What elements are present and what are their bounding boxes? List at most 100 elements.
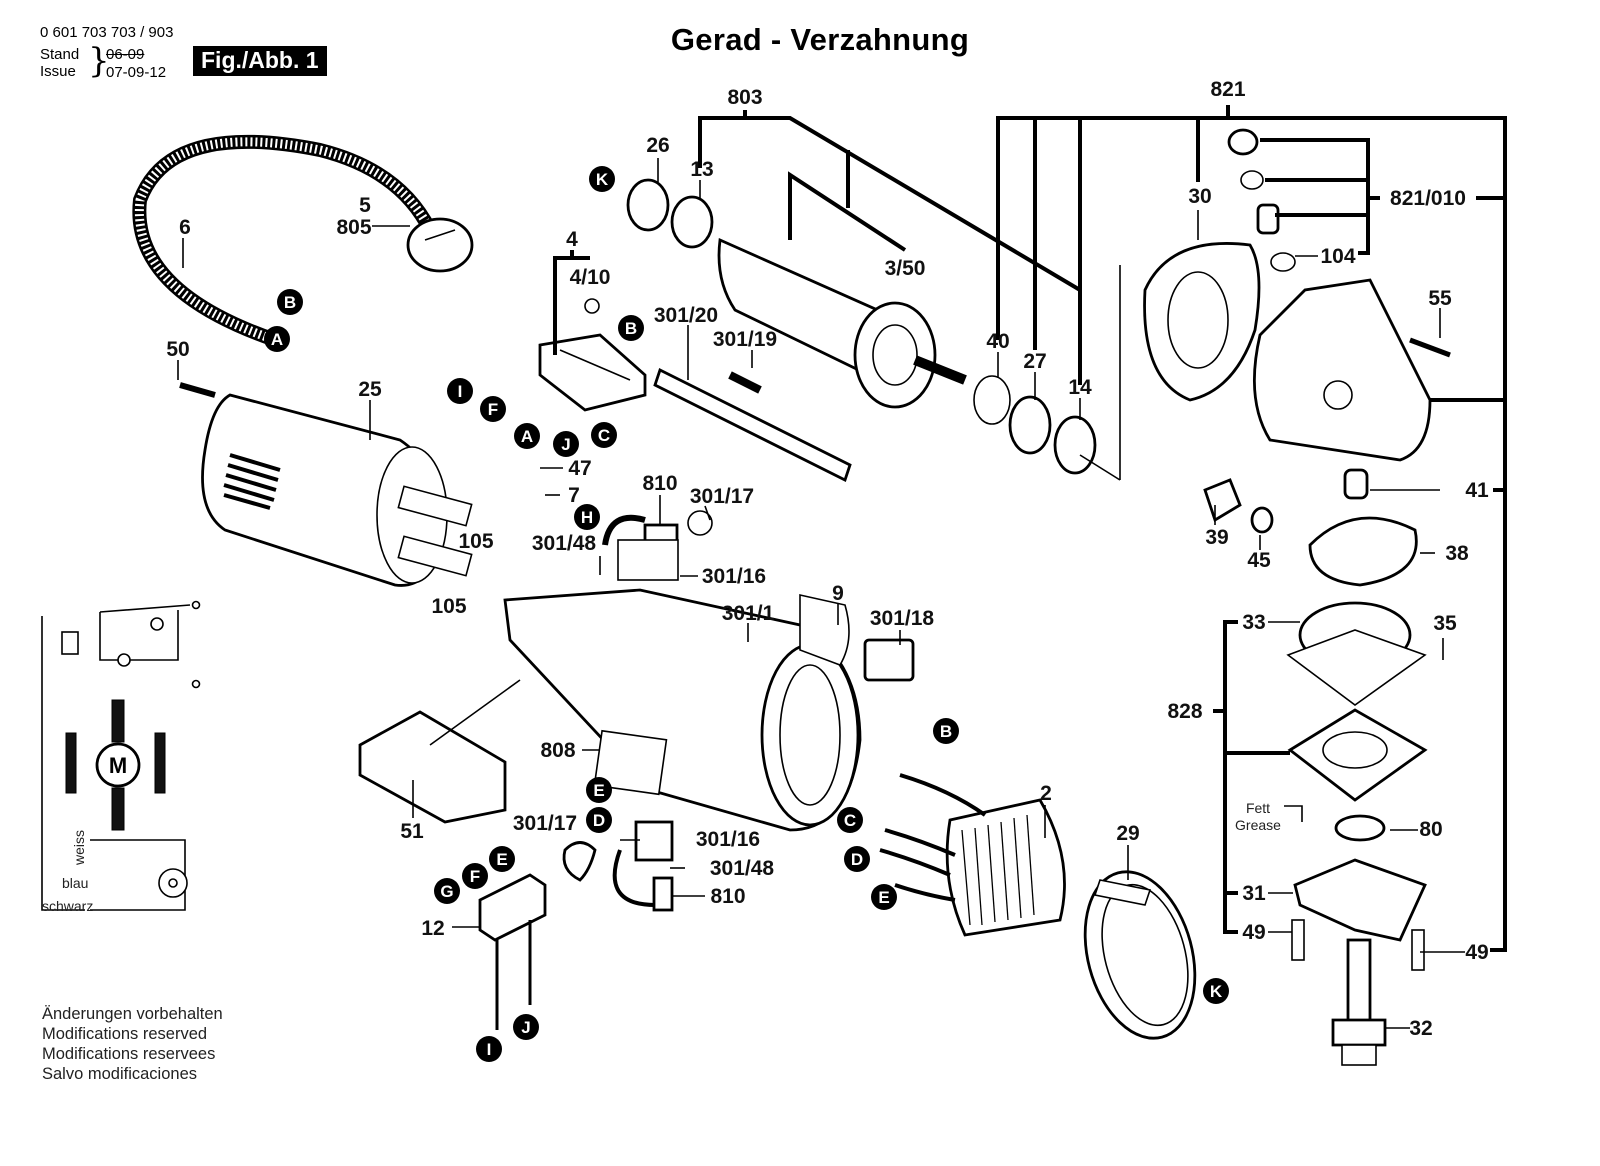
label-105-upper[interactable]: 105 xyxy=(458,530,493,553)
callout-f-cover[interactable]: F xyxy=(462,863,488,889)
label-13[interactable]: 13 xyxy=(690,158,713,181)
callout-i-brush[interactable]: I xyxy=(447,378,473,404)
motor-housing[interactable] xyxy=(179,382,473,587)
field-coil[interactable] xyxy=(879,773,1066,937)
label-301-19[interactable]: 301/19 xyxy=(713,328,777,351)
label-40[interactable]: 40 xyxy=(986,330,1009,353)
label-810-top[interactable]: 810 xyxy=(642,472,677,495)
callout-a-brush[interactable]: A xyxy=(514,423,540,449)
callout-h[interactable]: H xyxy=(574,504,600,530)
label-5[interactable]: 5 xyxy=(359,194,371,217)
motor-housing-301-1[interactable] xyxy=(503,588,915,832)
callout-e-switch[interactable]: E xyxy=(586,777,612,803)
callout-g-cover[interactable]: G xyxy=(434,878,460,904)
svg-text:B: B xyxy=(940,722,952,741)
label-301-18[interactable]: 301/18 xyxy=(870,607,935,630)
callout-b-cord[interactable]: B xyxy=(277,289,303,315)
callout-e-cover[interactable]: E xyxy=(489,846,515,872)
label-26[interactable]: 26 xyxy=(646,134,669,157)
label-50[interactable]: 50 xyxy=(166,338,189,361)
issue-date: 07-09-12 xyxy=(106,64,167,81)
callout-j-brush[interactable]: J xyxy=(553,431,579,457)
callout-j-capacitor[interactable]: J xyxy=(513,1014,539,1040)
label-39[interactable]: 39 xyxy=(1205,526,1228,549)
label-32[interactable]: 32 xyxy=(1409,1017,1432,1040)
cover-51[interactable] xyxy=(358,710,507,824)
label-808[interactable]: 808 xyxy=(540,739,575,762)
label-9[interactable]: 9 xyxy=(832,582,844,605)
label-301-17-bottom[interactable]: 301/17 xyxy=(513,812,577,835)
wire-label-black: schwarz xyxy=(42,898,93,914)
power-cord[interactable] xyxy=(132,134,474,347)
callout-a-cord[interactable]: A xyxy=(264,326,290,352)
label-31[interactable]: 31 xyxy=(1242,882,1266,905)
label-105-lower[interactable]: 105 xyxy=(431,595,466,618)
armature-assembly[interactable] xyxy=(626,178,1097,475)
label-14[interactable]: 14 xyxy=(1068,376,1092,399)
callout-c-coil[interactable]: C xyxy=(837,807,863,833)
label-828[interactable]: 828 xyxy=(1167,700,1202,723)
label-301-48-top[interactable]: 301/48 xyxy=(532,532,597,555)
svg-text:C: C xyxy=(598,426,610,445)
capacitor-12[interactable] xyxy=(478,873,547,1030)
label-301-17-top[interactable]: 301/17 xyxy=(690,485,754,508)
connector-callouts: K B A B I F A J C H E D E F G I J B C D … xyxy=(264,166,1229,1062)
stand-issue-labels: Stand Issue xyxy=(40,46,79,80)
label-35[interactable]: 35 xyxy=(1433,612,1457,635)
label-55[interactable]: 55 xyxy=(1428,287,1452,310)
brush-holder[interactable] xyxy=(538,298,647,412)
switch-assembly-lower[interactable] xyxy=(562,729,674,912)
label-301-1[interactable]: 301/1 xyxy=(722,602,775,625)
label-6[interactable]: 6 xyxy=(179,216,191,239)
label-821[interactable]: 821 xyxy=(1210,78,1245,101)
label-301-16-bottom[interactable]: 301/16 xyxy=(696,828,760,851)
label-49-right[interactable]: 49 xyxy=(1465,941,1488,964)
label-25[interactable]: 25 xyxy=(358,378,382,401)
label-104[interactable]: 104 xyxy=(1320,245,1355,268)
callout-i-capacitor[interactable]: I xyxy=(476,1036,502,1062)
label-80[interactable]: 80 xyxy=(1419,818,1442,841)
callout-b-brush[interactable]: B xyxy=(618,315,644,341)
bearing-flange[interactable] xyxy=(1286,601,1428,1066)
svg-text:J: J xyxy=(521,1018,530,1037)
callout-c-brush[interactable]: C xyxy=(591,422,617,448)
svg-text:D: D xyxy=(593,811,605,830)
label-2[interactable]: 2 xyxy=(1040,782,1052,805)
label-12[interactable]: 12 xyxy=(421,917,444,940)
callout-f-brush[interactable]: F xyxy=(480,396,506,422)
air-guide-29[interactable] xyxy=(1068,859,1212,1050)
callout-e-coil[interactable]: E xyxy=(871,884,897,910)
label-803[interactable]: 803 xyxy=(727,86,762,109)
callout-b-coil[interactable]: B xyxy=(933,718,959,744)
part-labels: 803 821 821/010 104 26 13 3/50 30 55 40 … xyxy=(166,78,1489,1040)
label-41[interactable]: 41 xyxy=(1465,479,1489,502)
callout-k-bottom[interactable]: K xyxy=(1203,978,1229,1004)
callout-k-top[interactable]: K xyxy=(589,166,615,192)
switch-rod[interactable] xyxy=(653,368,852,482)
label-805[interactable]: 805 xyxy=(336,216,371,239)
gear-head[interactable] xyxy=(1143,128,1451,462)
label-38[interactable]: 38 xyxy=(1445,542,1469,565)
label-4[interactable]: 4 xyxy=(566,228,578,251)
label-301-20[interactable]: 301/20 xyxy=(654,304,718,327)
label-30[interactable]: 30 xyxy=(1188,185,1211,208)
label-45[interactable]: 45 xyxy=(1247,549,1271,572)
label-810-bottom[interactable]: 810 xyxy=(710,885,745,908)
notice-es: Salvo modificaciones xyxy=(42,1065,197,1083)
callout-d-switch[interactable]: D xyxy=(586,807,612,833)
label-301-48-bottom[interactable]: 301/48 xyxy=(710,857,775,880)
label-27[interactable]: 27 xyxy=(1023,350,1046,373)
label-301-16-top[interactable]: 301/16 xyxy=(702,565,766,588)
label-49-left[interactable]: 49 xyxy=(1242,921,1265,944)
label-7[interactable]: 7 xyxy=(568,484,580,507)
label-29[interactable]: 29 xyxy=(1116,822,1139,845)
label-821-010[interactable]: 821/010 xyxy=(1390,187,1466,210)
gear-set[interactable] xyxy=(1203,468,1418,587)
label-3-50[interactable]: 3/50 xyxy=(885,257,926,280)
label-4-10[interactable]: 4/10 xyxy=(570,266,611,289)
label-51[interactable]: 51 xyxy=(400,820,424,843)
label-33[interactable]: 33 xyxy=(1242,611,1265,634)
switch-assembly[interactable] xyxy=(602,510,713,581)
callout-d-coil[interactable]: D xyxy=(844,846,870,872)
label-47[interactable]: 47 xyxy=(568,457,591,480)
